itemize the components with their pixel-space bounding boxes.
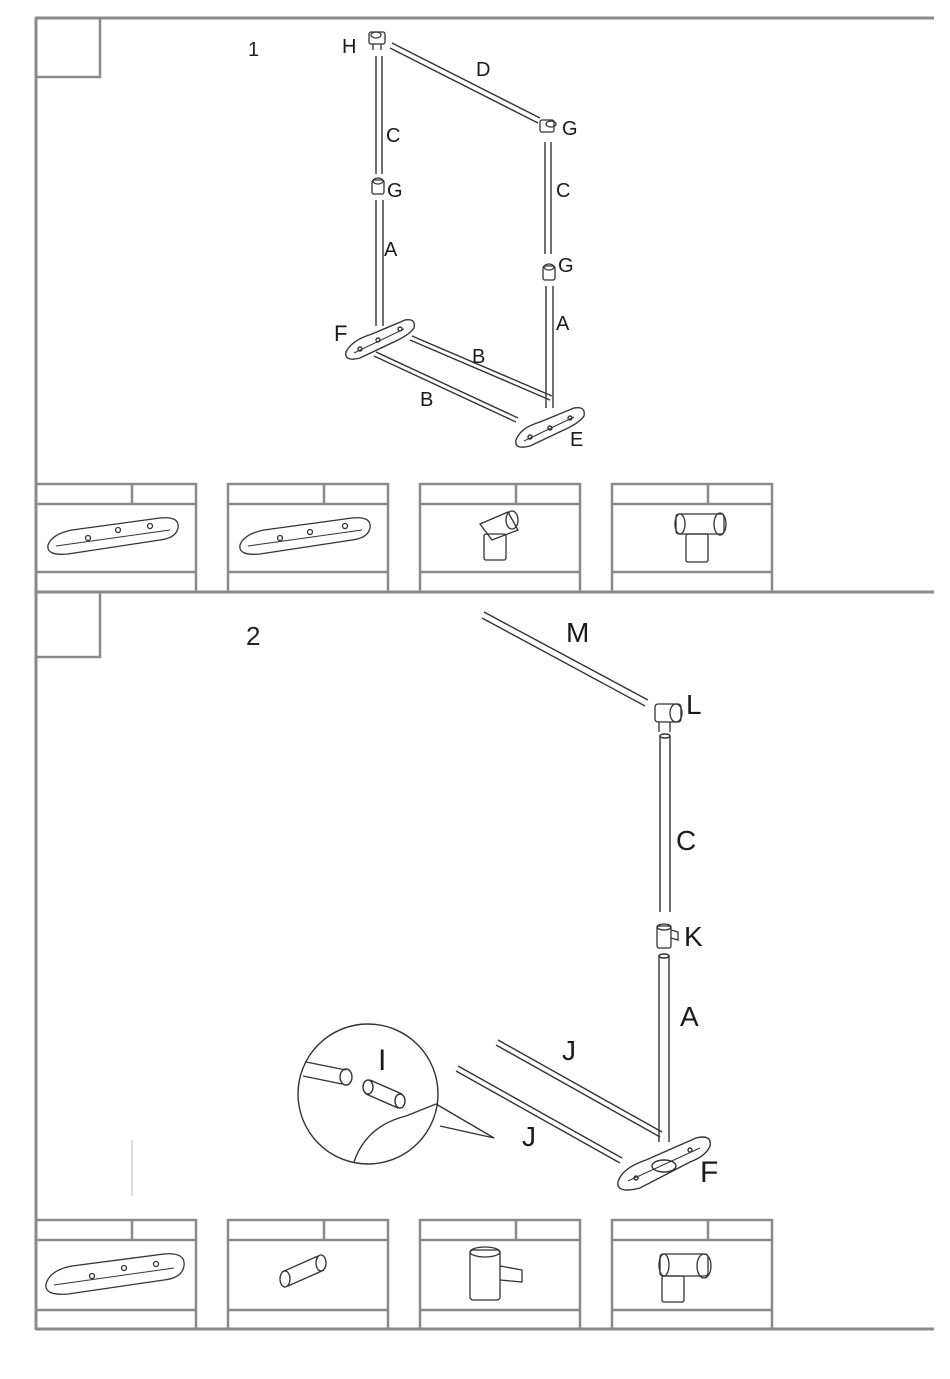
label-k: K <box>684 921 703 952</box>
tube-c <box>660 734 670 912</box>
tee-connector-icon <box>675 513 726 562</box>
connector-l <box>655 704 682 732</box>
tube-a <box>659 954 669 1142</box>
label-h: H <box>342 36 356 58</box>
tube-a-right <box>546 286 553 408</box>
label-j-back: J <box>562 1035 576 1066</box>
label-g-top-right: G <box>562 118 578 140</box>
step-1-parts-table <box>36 484 772 592</box>
tube-b-front <box>374 352 518 422</box>
label-f: F <box>700 1156 718 1189</box>
tube-d <box>390 43 540 123</box>
label-l: L <box>686 689 702 720</box>
label-g-right: G <box>558 255 574 277</box>
tube-m <box>482 612 648 706</box>
detail-callout <box>298 1024 494 1164</box>
tube-j-back <box>496 1040 662 1137</box>
label-m: M <box>566 617 589 648</box>
label-b-front: B <box>420 389 433 411</box>
connector-g-left <box>372 178 384 194</box>
label-a-right: A <box>556 313 570 335</box>
label-a-left: A <box>384 239 398 261</box>
base-foot-icon <box>240 518 370 555</box>
sleeve-connector-icon <box>470 1247 522 1300</box>
connector-h <box>369 32 385 50</box>
label-c: C <box>676 825 696 856</box>
connector-g-right <box>543 264 555 280</box>
label-a: A <box>680 1001 699 1032</box>
tube-c-left <box>376 56 382 174</box>
tube-j-front <box>456 1066 622 1163</box>
connector-g-top-right <box>540 120 556 132</box>
label-j-front: J <box>522 1121 536 1152</box>
detail-tube-connector-i <box>363 1080 405 1108</box>
label-c-left: C <box>386 125 400 147</box>
step-2-diagram <box>132 612 710 1196</box>
label-e: E <box>570 429 583 451</box>
tube-a-left <box>376 200 383 326</box>
label-i: I <box>378 1044 386 1077</box>
tube-c-right <box>545 142 551 254</box>
label-d: D <box>476 59 490 81</box>
step-1-checkbox <box>36 18 100 77</box>
label-b-back: B <box>472 346 485 368</box>
tee-connector-icon <box>659 1254 711 1302</box>
label-f: F <box>334 321 347 346</box>
foot-f <box>618 1137 710 1190</box>
step-1-diagram <box>346 32 585 447</box>
step-1-number: 1 <box>248 39 259 61</box>
elbow-connector-icon <box>480 511 518 560</box>
step-2-checkbox <box>36 592 100 657</box>
detail-tube-end <box>303 1062 352 1085</box>
label-c-right: C <box>556 180 570 202</box>
connector-k <box>657 924 678 948</box>
base-foot-icon <box>48 518 178 555</box>
step-2-labels: M L C K A J J I F <box>378 617 718 1189</box>
step-2-number: 2 <box>246 621 260 651</box>
base-foot-icon <box>46 1254 184 1295</box>
label-g-left: G <box>387 180 403 202</box>
tube-connector-icon <box>280 1255 326 1287</box>
